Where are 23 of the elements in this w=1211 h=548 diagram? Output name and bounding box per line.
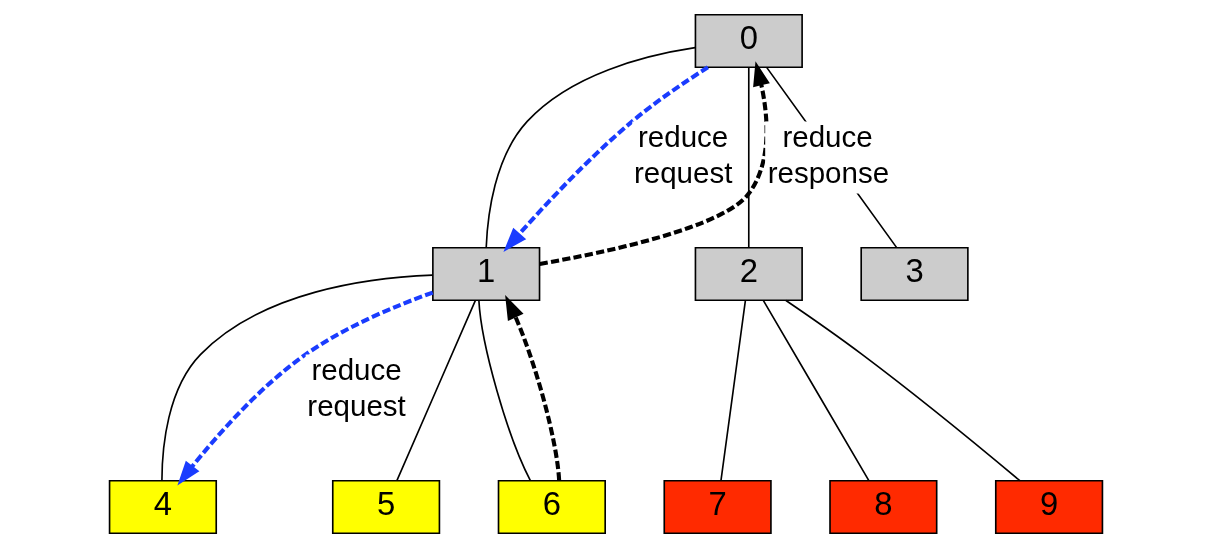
connector <box>747 66 750 249</box>
arrow <box>504 295 561 481</box>
node-box: 5 <box>331 479 440 535</box>
connector <box>719 299 746 482</box>
node-box: 9 <box>994 479 1103 535</box>
node-box: 3 <box>859 246 969 302</box>
node-box: 7 <box>662 479 772 535</box>
edge-label: reduce request <box>633 119 732 189</box>
node-box: 8 <box>828 479 937 535</box>
connector <box>395 299 476 482</box>
connector <box>484 46 696 249</box>
node-box: 1 <box>431 246 540 302</box>
arrow <box>538 61 770 266</box>
connector <box>762 299 870 482</box>
connector <box>784 299 1021 482</box>
node-box: 4 <box>108 479 217 535</box>
node-box: 6 <box>497 479 606 535</box>
edge-label: reduce request <box>306 352 406 422</box>
arrow <box>502 65 709 252</box>
edge-label: reduce response <box>767 119 889 189</box>
node-box: 0 <box>694 13 803 69</box>
connector <box>477 299 531 482</box>
node-box: 2 <box>694 246 803 302</box>
